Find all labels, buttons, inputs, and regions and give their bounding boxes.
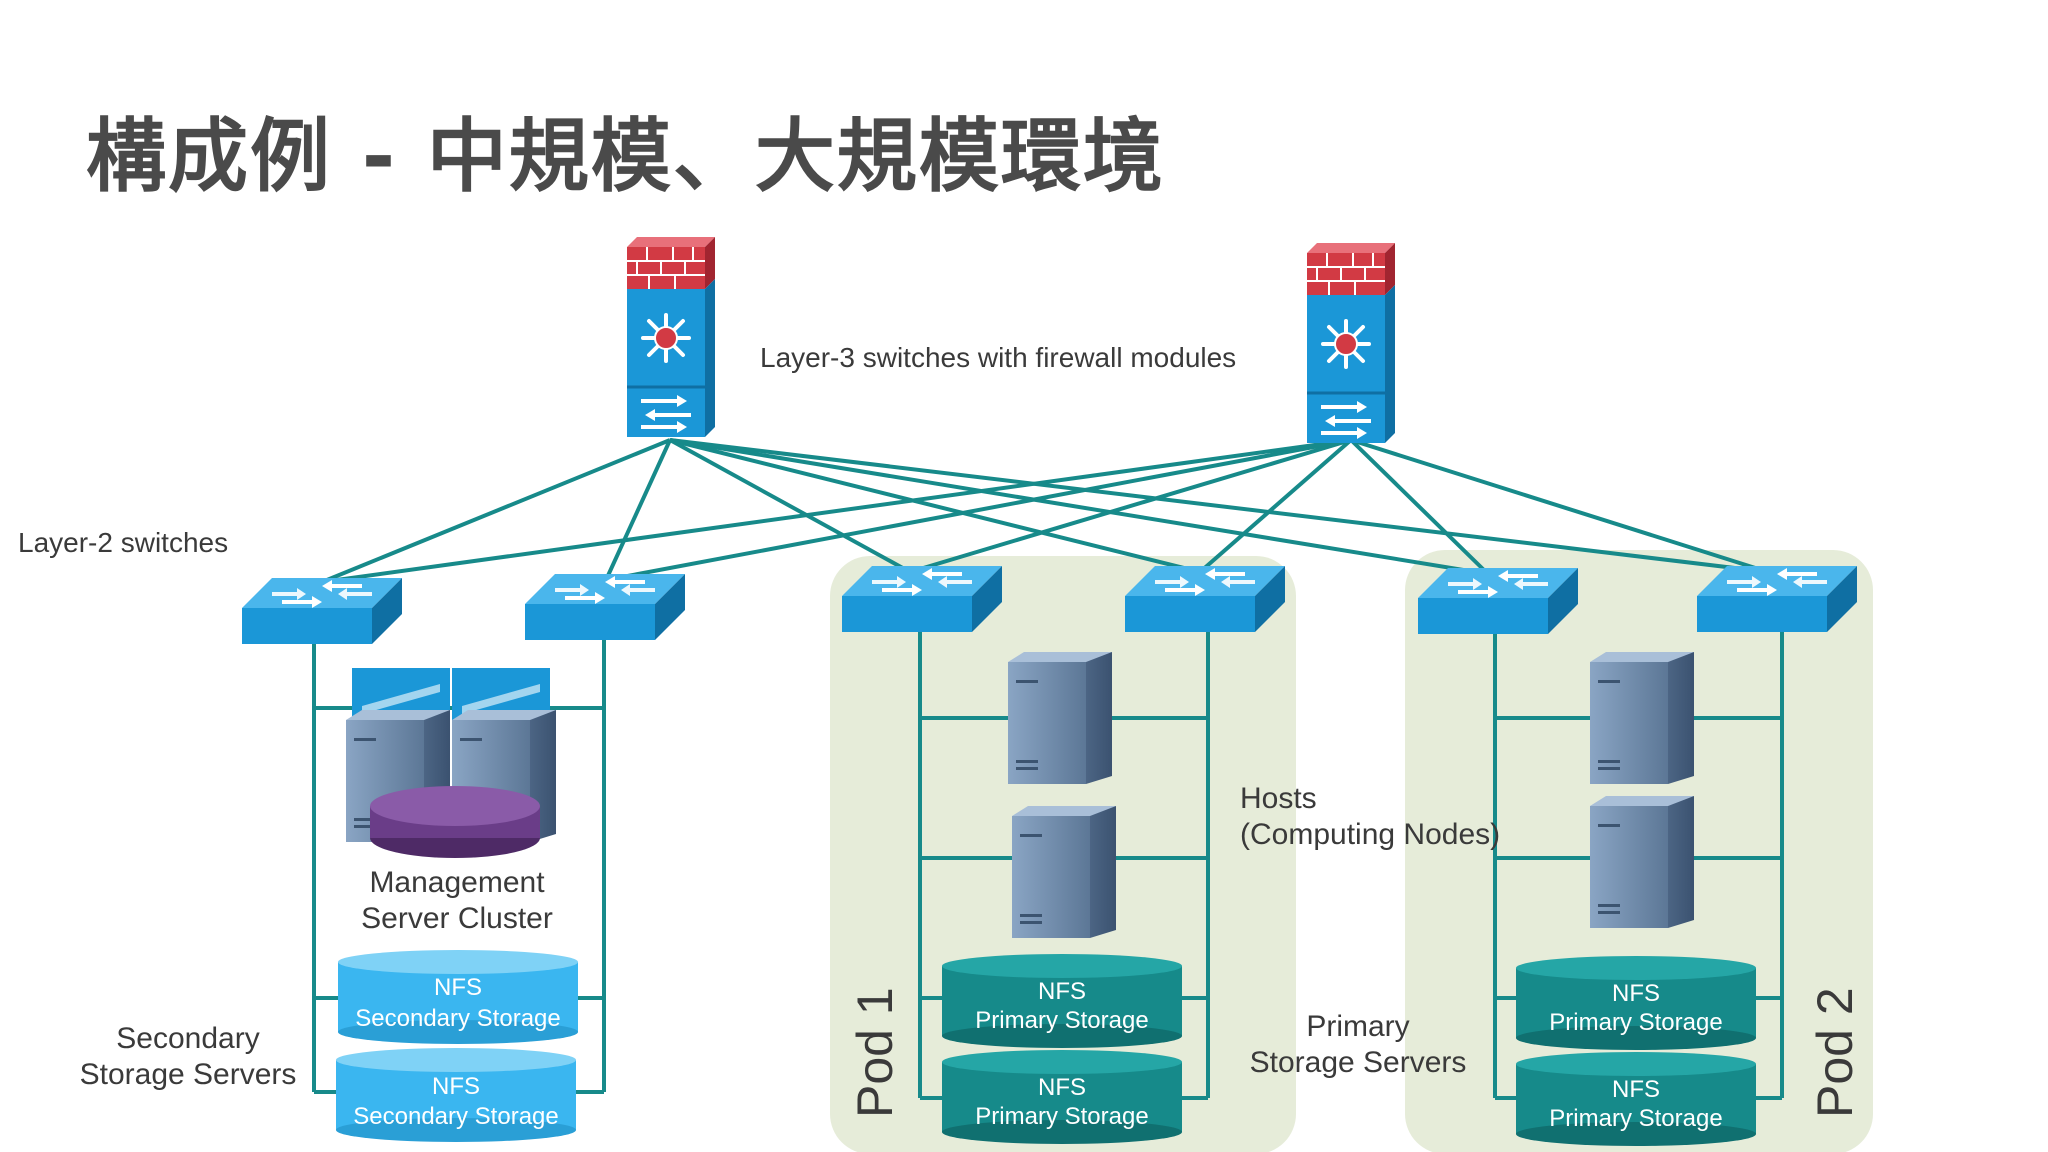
label-primary-line1: Primary <box>1306 1010 1409 1043</box>
secondary-storage-2: NFS Secondary Storage <box>336 1048 576 1142</box>
svg-text:NFS: NFS <box>1612 980 1660 1007</box>
host-pod1-1 <box>1008 652 1112 784</box>
label-secondary-line2: Storage Servers <box>80 1058 297 1091</box>
label-pod-1: Pod 1 <box>847 987 903 1118</box>
l2-switch-5 <box>1418 568 1578 634</box>
svg-text:NFS: NFS <box>1612 1076 1660 1103</box>
label-primary-line2: Storage Servers <box>1250 1046 1467 1079</box>
svg-text:NFS: NFS <box>1038 978 1086 1005</box>
label-hosts-line1: Hosts <box>1240 782 1317 815</box>
svg-text:Secondary Storage: Secondary Storage <box>353 1103 558 1130</box>
primary-storage-pod2-1: NFS Primary Storage <box>1516 956 1756 1050</box>
host-pod2-2 <box>1590 796 1694 928</box>
primary-storage-pod1-1: NFS Primary Storage <box>942 954 1182 1048</box>
svg-text:NFS: NFS <box>434 974 482 1001</box>
l3-firewall-switch-right <box>1305 241 1397 445</box>
label-hosts-line2: (Computing Nodes) <box>1240 818 1500 851</box>
label-secondary-line1: Secondary <box>116 1022 259 1055</box>
label-l2-switches: Layer-2 switches <box>18 527 228 558</box>
host-pod2-1 <box>1590 652 1694 784</box>
svg-text:Secondary Storage: Secondary Storage <box>355 1005 560 1032</box>
label-mgmt-line1: Management <box>369 866 545 899</box>
l2-switch-6 <box>1697 566 1857 632</box>
primary-storage-pod1-2: NFS Primary Storage <box>942 1050 1182 1144</box>
l3-firewall-switch-left <box>625 235 717 439</box>
secondary-storage-1: NFS Secondary Storage <box>338 950 578 1044</box>
slide-title: 構成例 - 中規模、大規模環境 <box>86 110 1165 203</box>
label-l3-switches: Layer-3 switches with firewall modules <box>760 342 1236 373</box>
label-pod-2: Pod 2 <box>1807 987 1863 1118</box>
l3-l2-links <box>321 438 1769 584</box>
svg-text:Primary Storage: Primary Storage <box>975 1007 1148 1034</box>
l2-switch-4 <box>1125 566 1285 632</box>
svg-text:NFS: NFS <box>1038 1074 1086 1101</box>
l2-switch-3 <box>842 566 1002 632</box>
svg-text:Primary Storage: Primary Storage <box>1549 1009 1722 1036</box>
primary-storage-pod2-2: NFS Primary Storage <box>1516 1052 1756 1146</box>
svg-text:Primary Storage: Primary Storage <box>1549 1105 1722 1132</box>
mgmt-server-cluster <box>346 668 556 858</box>
l2-switch-1 <box>242 578 402 644</box>
label-mgmt-line2: Server Cluster <box>361 902 553 935</box>
l2-switch-2 <box>525 574 685 640</box>
svg-text:NFS: NFS <box>432 1073 480 1100</box>
host-pod1-2 <box>1012 806 1116 938</box>
svg-text:Primary Storage: Primary Storage <box>975 1103 1148 1130</box>
